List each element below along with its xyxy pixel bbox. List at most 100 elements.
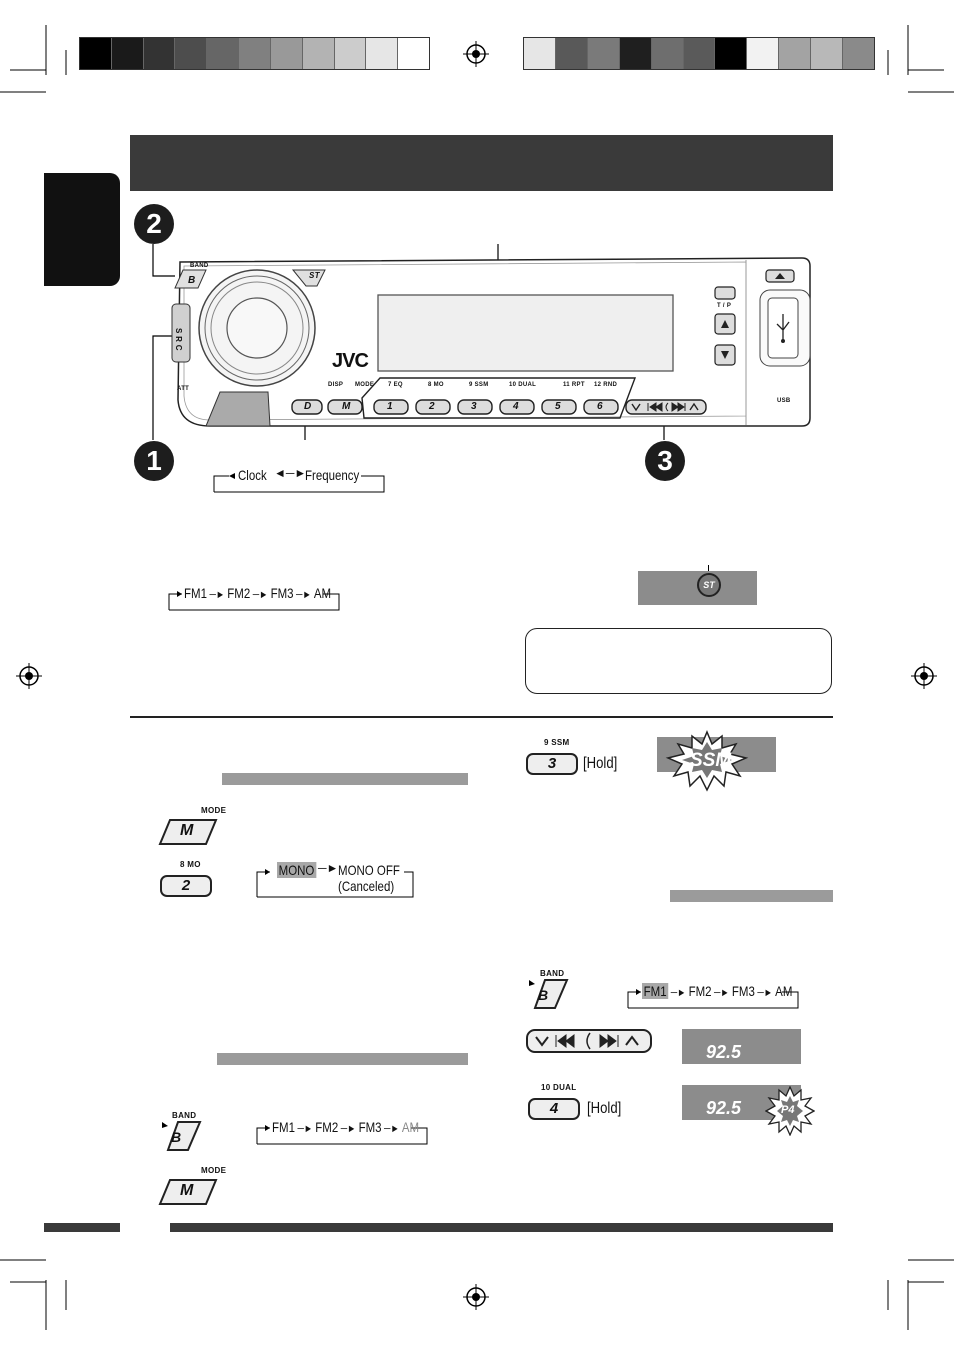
band-key-label[interactable]: B <box>188 275 196 286</box>
frequency-display-1: 92.5 <box>682 1029 801 1064</box>
color-swatch-left <box>111 38 144 69</box>
st-indicator-line <box>708 565 709 575</box>
band-key-right: B <box>538 987 549 1003</box>
mode2-button-icon[interactable] <box>158 1178 218 1206</box>
arrow-icon: ─► <box>294 1123 316 1135</box>
band-option: FM1 <box>272 1119 295 1135</box>
mode-label-device: MODE <box>355 382 375 388</box>
subheading-bar-preset <box>670 890 833 902</box>
color-swatch-right <box>811 38 844 69</box>
jvc-logo: JVC <box>332 350 369 372</box>
band-cycle-bracket-right <box>627 989 799 1009</box>
st-key-label[interactable]: ST <box>309 271 320 280</box>
color-strip-right <box>523 37 875 70</box>
ssm-burst-icon <box>665 730 749 792</box>
color-swatch-left <box>366 38 399 69</box>
band-option: FM2 <box>688 983 712 999</box>
color-swatch-left <box>80 38 112 69</box>
arrow-icon: ─► <box>711 987 732 999</box>
footer-bar-left <box>44 1223 120 1232</box>
arrow-icon: ─► <box>206 589 228 601</box>
color-swatch-right <box>619 38 652 69</box>
band-cycle-bracket-left <box>256 1125 428 1145</box>
band-option: FM1 <box>642 983 669 999</box>
preset-key-1[interactable]: 1 <box>387 401 393 412</box>
tp-label: T / P <box>717 303 732 309</box>
preset-3-button[interactable]: 3 <box>526 753 578 775</box>
arrow-icon: ─► <box>318 861 339 875</box>
preset-function-label: 11 RPT <box>563 382 585 388</box>
preset-key-3[interactable]: 3 <box>471 401 477 412</box>
mono-cycle-bracket <box>256 869 414 898</box>
preset-2-button[interactable]: 2 <box>160 875 212 897</box>
registration-mark-right <box>911 663 937 689</box>
band-option: AM <box>401 1119 420 1135</box>
step-number-3: 3 <box>645 441 685 481</box>
step-number-2: 2 <box>134 204 174 244</box>
arrow-icon: ─► <box>338 1123 359 1135</box>
ssm-text: SSM <box>690 750 732 771</box>
color-swatch-left <box>207 38 240 69</box>
frequency-value-1: 92.5 <box>706 1042 742 1062</box>
preset-burst-icon <box>765 1086 815 1136</box>
color-swatch-left <box>302 38 335 69</box>
band-cycle-right: FM1 ─► FM2 ─► FM3 ─► AM <box>642 983 792 999</box>
color-swatch-left <box>334 38 367 69</box>
band-option: FM2 <box>315 1119 339 1135</box>
band-cycle-top: FM1 ─► FM2 ─► FM3 ─► AM <box>184 585 331 601</box>
mo-label: 8 MO <box>180 860 201 869</box>
att-label: ATT <box>177 386 190 392</box>
preset-function-label: 10 DUAL <box>509 382 537 388</box>
ssm-hold: [Hold] <box>583 755 618 772</box>
band-option: FM3 <box>358 1119 382 1135</box>
display-cycle-bracket <box>213 473 385 493</box>
note-box <box>525 628 832 694</box>
registration-mark-top <box>463 41 489 67</box>
src-key-label[interactable]: S R C <box>174 328 183 351</box>
band-option: AM <box>313 585 332 601</box>
band-option: FM2 <box>227 585 251 601</box>
section-divider <box>130 716 833 718</box>
arrow-icon: ─► <box>250 589 271 601</box>
preset-function-label: 7 EQ <box>388 382 403 388</box>
footer-bar-right <box>170 1223 833 1232</box>
preset-key-2[interactable]: 2 <box>429 401 435 412</box>
band-label: BAND <box>190 263 209 269</box>
frequency-value-2: 92.5 <box>706 1098 742 1118</box>
usb-label: USB <box>777 398 791 404</box>
color-swatch-left <box>270 38 303 69</box>
band-button-icon-right[interactable] <box>527 976 569 1010</box>
color-swatch-right <box>524 38 556 69</box>
mode-button-icon[interactable] <box>158 818 218 846</box>
display-cycle-frequency: Frequency <box>305 467 360 483</box>
subheading-bar-mono <box>222 773 468 785</box>
mode2-key: M <box>180 1182 194 1199</box>
st-indicator-display: ST <box>638 571 757 605</box>
preset-key-6[interactable]: 6 <box>597 401 603 412</box>
band-option: FM3 <box>731 983 755 999</box>
preset-key-4[interactable]: 4 <box>513 401 519 412</box>
mono-canceled: (Canceled) <box>338 878 395 894</box>
ssm-label: 9 SSM <box>544 738 570 747</box>
color-swatch-right <box>651 38 684 69</box>
skip-button-right[interactable] <box>526 1029 652 1053</box>
display-cycle-clock: Clock <box>238 467 267 483</box>
subheading-bar-band <box>217 1053 468 1065</box>
d-key-label[interactable]: D <box>304 401 312 412</box>
preset-key-5[interactable]: 5 <box>555 401 561 412</box>
arrow-icon: ─► <box>293 589 314 601</box>
m-key-label[interactable]: M <box>342 401 351 412</box>
skip-buttons-icon[interactable] <box>628 401 704 413</box>
arrow-icon: ─► <box>668 987 689 999</box>
cycle-arrow-icon: ◄─► <box>274 466 307 480</box>
arrow-icon: ─► <box>754 987 776 999</box>
car-receiver-faceplate <box>152 244 811 440</box>
color-swatch-right <box>587 38 620 69</box>
st-indicator-icon: ST <box>697 573 721 597</box>
mode-key: M <box>180 822 194 839</box>
dual-label: 10 DUAL <box>541 1083 577 1092</box>
band-option: FM3 <box>270 585 294 601</box>
band-button-icon-left[interactable] <box>160 1118 202 1152</box>
preset-4-button[interactable]: 4 <box>528 1098 580 1120</box>
